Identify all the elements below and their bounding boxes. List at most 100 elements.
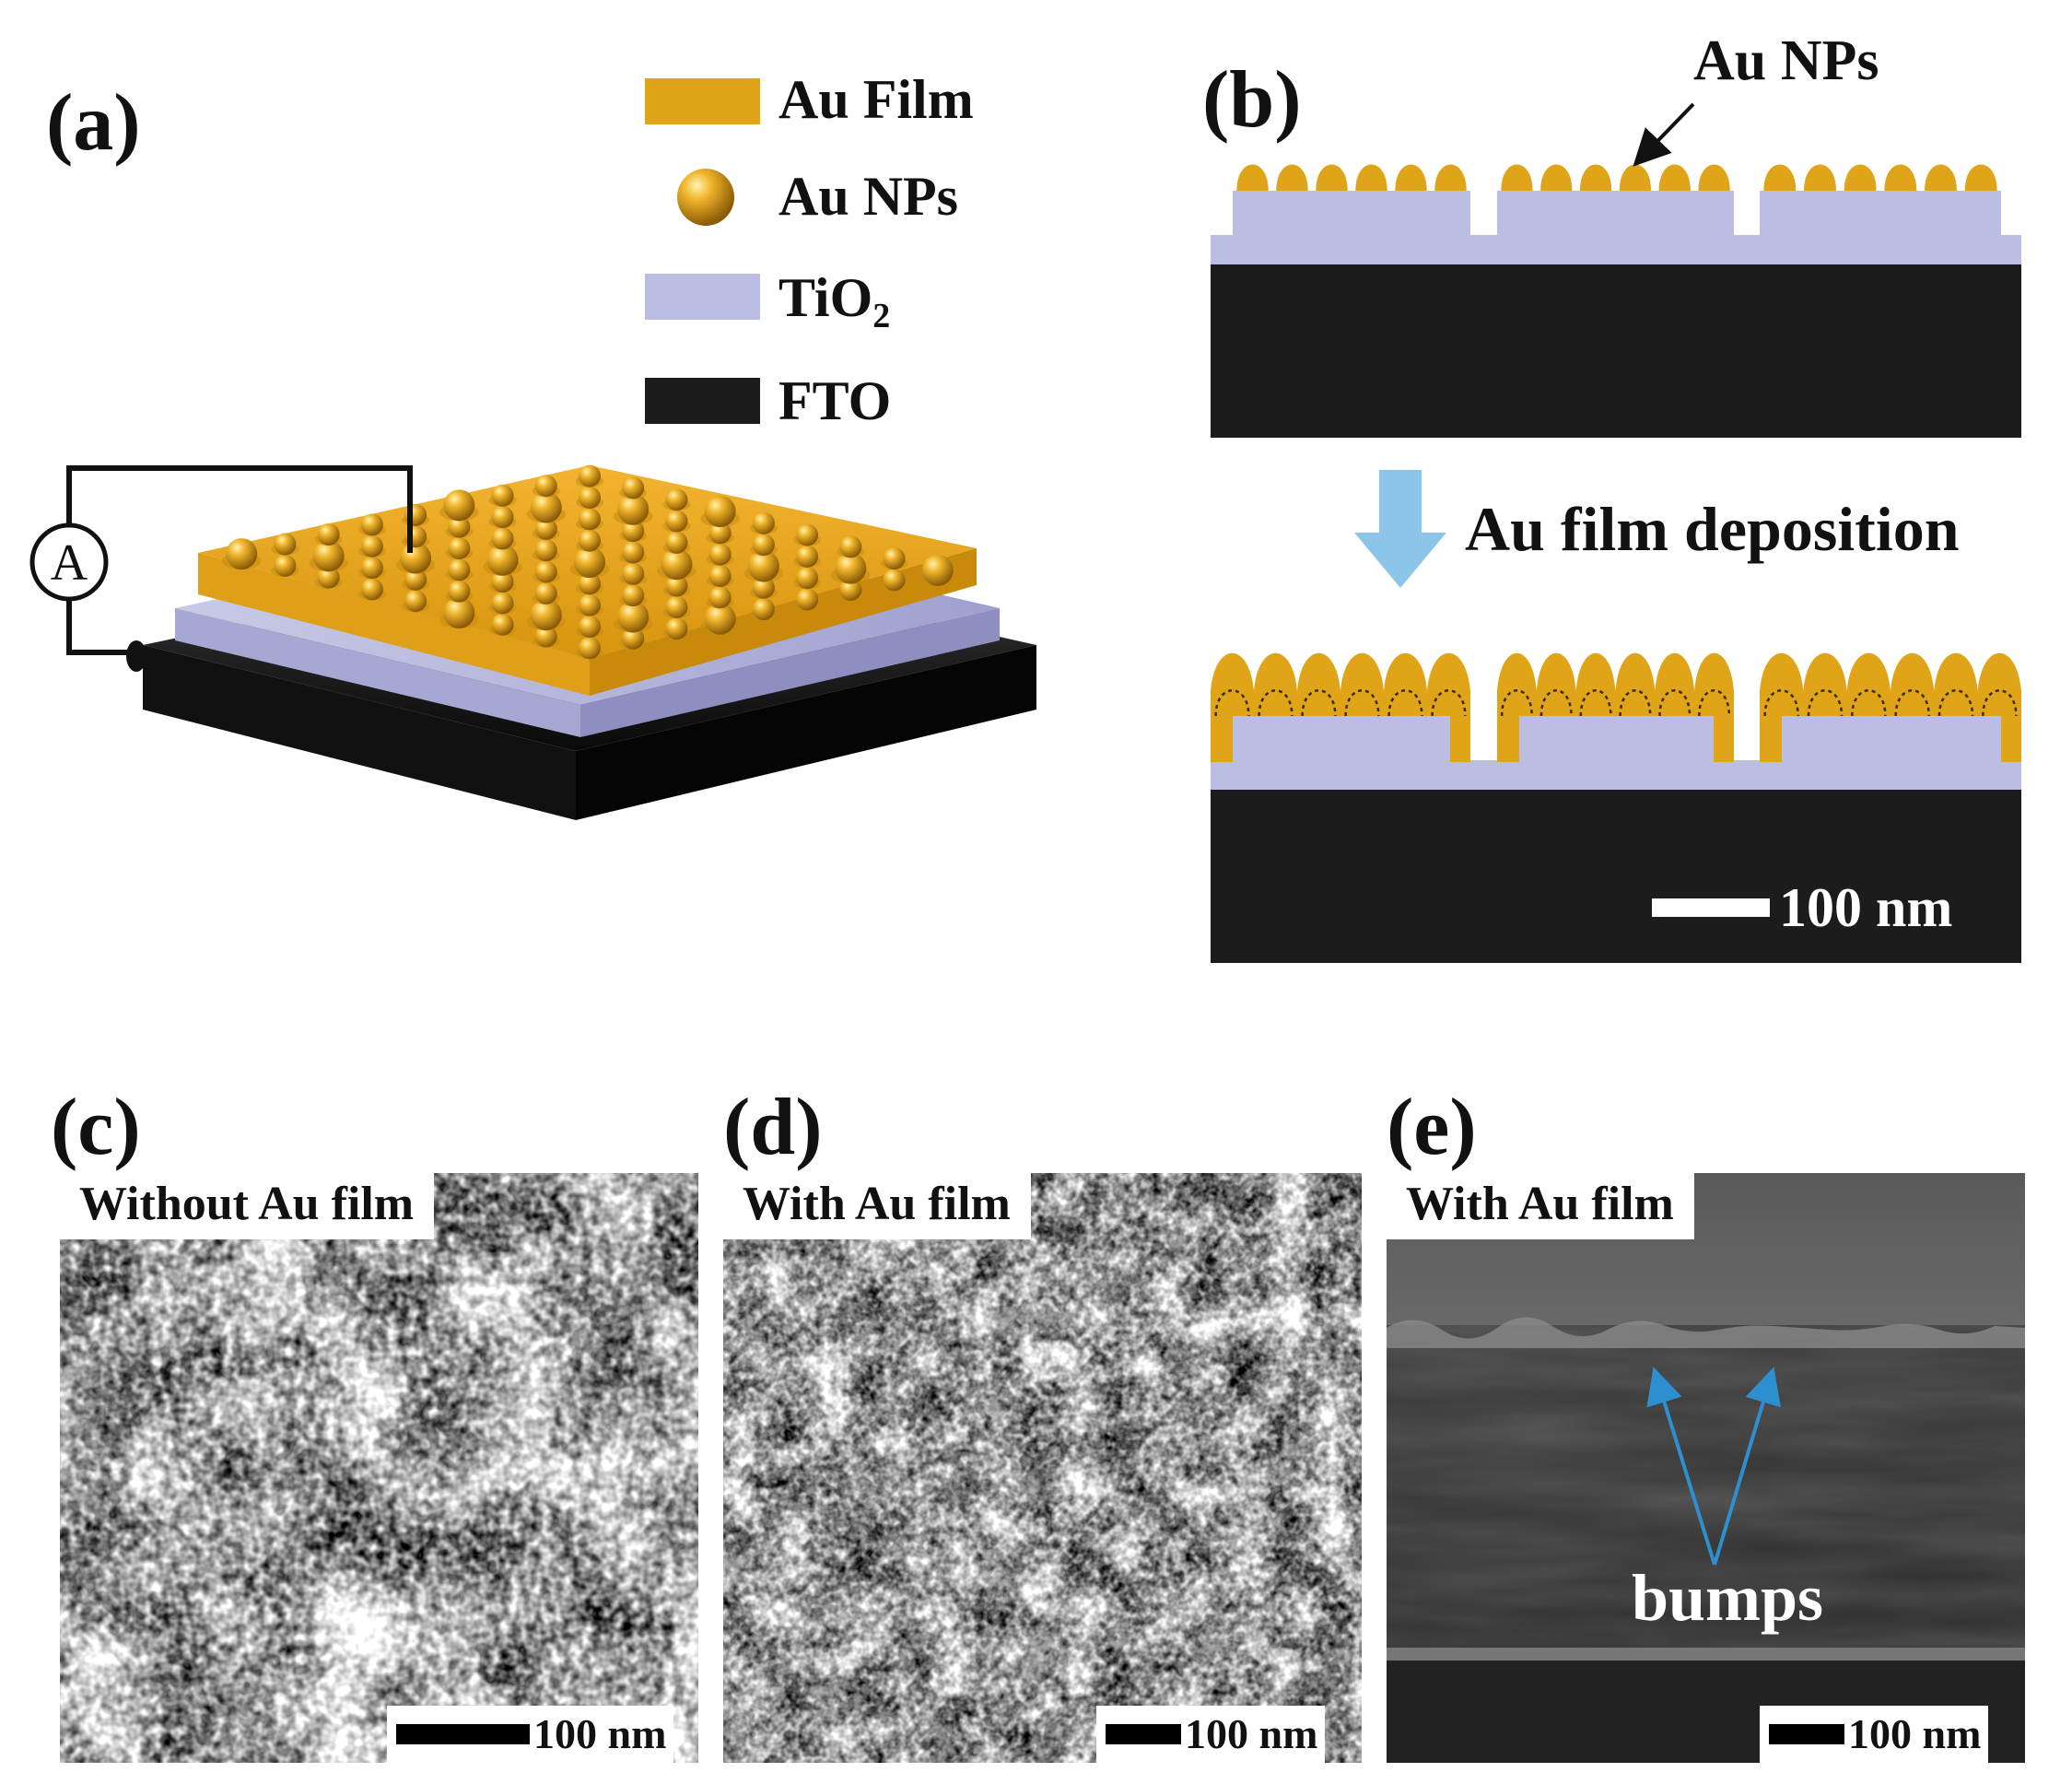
au-nanoparticle: [665, 531, 688, 554]
schematic-scale-line: [1652, 898, 1770, 917]
au-nanoparticle: [579, 529, 601, 552]
au-film-segment: [1760, 652, 2021, 762]
sem-scale-line-c: [396, 1724, 530, 1744]
au-nanoparticle: [752, 511, 775, 534]
legend-swatch-fto: [645, 378, 760, 424]
au-nanoparticle: [360, 513, 383, 536]
sem-caption-c: Without Au film: [60, 1173, 435, 1239]
au-nps-callout: Au NPs: [1693, 29, 1879, 92]
fto-layer: [1211, 788, 2021, 963]
embedded-np-outline: [1982, 689, 2018, 717]
embedded-np-outline: [1937, 689, 1974, 717]
au-nanoparticle: [796, 545, 819, 568]
au-nanoparticle: [443, 597, 475, 628]
tio2-block: [1233, 191, 1470, 237]
au-nanoparticle: [530, 599, 562, 631]
au-nanoparticle: [665, 595, 688, 618]
au-nanoparticle: [921, 554, 954, 586]
au-nanoparticle: [622, 541, 645, 564]
au-nanoparticle: [491, 613, 514, 636]
tio2-base-layer: [1211, 760, 2021, 790]
tio2-text: TiO: [778, 267, 873, 328]
au-nanoparticle: [622, 584, 645, 607]
au-nanoparticle: [443, 489, 475, 522]
sem-caption-d: With Au film: [723, 1173, 1031, 1239]
panel-label-a: (a): [46, 78, 141, 168]
au-nanoparticle-dome: [1804, 164, 1836, 191]
au-nanoparticle-dome: [1276, 164, 1308, 191]
au-nanoparticle: [579, 508, 601, 531]
device-3d-illustration: A: [29, 464, 1036, 820]
legend-swatch-au-film: [645, 78, 760, 124]
au-nanoparticle-dome: [1658, 164, 1691, 191]
cross-section-after: [1211, 652, 2021, 963]
ammeter-symbol: A: [51, 534, 88, 592]
sem-scale-text-d: 100 nm: [1185, 1710, 1318, 1757]
au-nanoparticle: [448, 515, 471, 538]
au-nanoparticle-dome: [1698, 164, 1730, 191]
au-nanoparticle: [708, 522, 732, 545]
au-nanoparticle-dome: [1925, 164, 1957, 191]
fto-slab-front-left: [143, 645, 576, 820]
substrate-interface: [1387, 1648, 2025, 1661]
panel-label-c: (c): [51, 1083, 141, 1172]
au-nanoparticle-dome: [1501, 164, 1533, 191]
wire-contact: [126, 640, 146, 672]
au-nanoparticle-dome: [1236, 164, 1269, 191]
au-nanoparticle: [617, 601, 650, 633]
au-nanoparticle: [404, 590, 427, 613]
au-nanoparticle: [534, 581, 557, 604]
au-nanoparticle: [579, 572, 601, 595]
tio2-block: [1760, 191, 2001, 237]
au-nanoparticle-row: [1236, 164, 1997, 191]
au-nanoparticle: [274, 554, 297, 577]
tio2-subscript: 2: [872, 297, 891, 335]
au-nanoparticle-dome: [1540, 164, 1573, 191]
au-nanoparticle: [491, 506, 514, 529]
tio2-block: [1760, 716, 2001, 762]
au-nanoparticle: [360, 557, 383, 580]
au-nanoparticle: [622, 520, 645, 543]
schematic-scale-bar: 100 nm: [1652, 880, 1952, 935]
au-nanoparticle: [752, 598, 775, 621]
tio2-block: [1497, 716, 1734, 762]
step-caption: Au film deposition: [1465, 494, 1960, 564]
au-nanoparticle: [796, 567, 819, 590]
au-nanoparticle: [534, 475, 557, 498]
au-nanoparticle: [883, 569, 906, 592]
sem-scale-text-c: 100 nm: [533, 1710, 667, 1757]
au-nanoparticle-dome: [1763, 164, 1797, 191]
embedded-np-outline: [1214, 689, 1250, 717]
embedded-np-outline: [1763, 689, 1799, 717]
au-film-front-right: [590, 548, 977, 696]
au-film-front-left: [198, 553, 590, 696]
au-nanoparticle: [448, 558, 471, 581]
au-nanoparticle: [534, 539, 557, 562]
au-nanoparticle: [534, 517, 557, 540]
au-nanoparticle: [752, 576, 775, 599]
au-nanoparticle-dome: [1884, 164, 1917, 191]
sem-image-e: bumps With Au film 100 nm: [1387, 1173, 2025, 1763]
embedded-np-outline: [1619, 689, 1652, 717]
sem-scale-bar-c: 100 nm: [387, 1706, 674, 1763]
tio2-slab-front-left: [175, 608, 580, 737]
ammeter-icon: [29, 522, 109, 602]
embedded-np-outline: [1658, 689, 1692, 717]
au-nanoparticle: [708, 586, 732, 609]
au-nanoparticle: [491, 592, 514, 615]
au-nanoparticle: [579, 637, 601, 660]
au-nanoparticle-array: [221, 464, 958, 660]
au-nanoparticle: [534, 625, 557, 648]
au-nanoparticle: [448, 580, 471, 603]
au-nanoparticle: [622, 476, 645, 499]
embedded-np-outline: [1579, 689, 1612, 717]
embedded-np-outline: [1698, 689, 1731, 717]
au-nanoparticle: [317, 523, 340, 546]
embedded-np-outline: [1851, 689, 1887, 717]
au-nanoparticle: [708, 565, 732, 587]
au-film-segment: [1211, 652, 1470, 762]
bumps-annotation: bumps: [1632, 1561, 1823, 1635]
embedded-np-outline: [1807, 689, 1844, 717]
au-nanoparticle-dome: [1964, 164, 1997, 191]
